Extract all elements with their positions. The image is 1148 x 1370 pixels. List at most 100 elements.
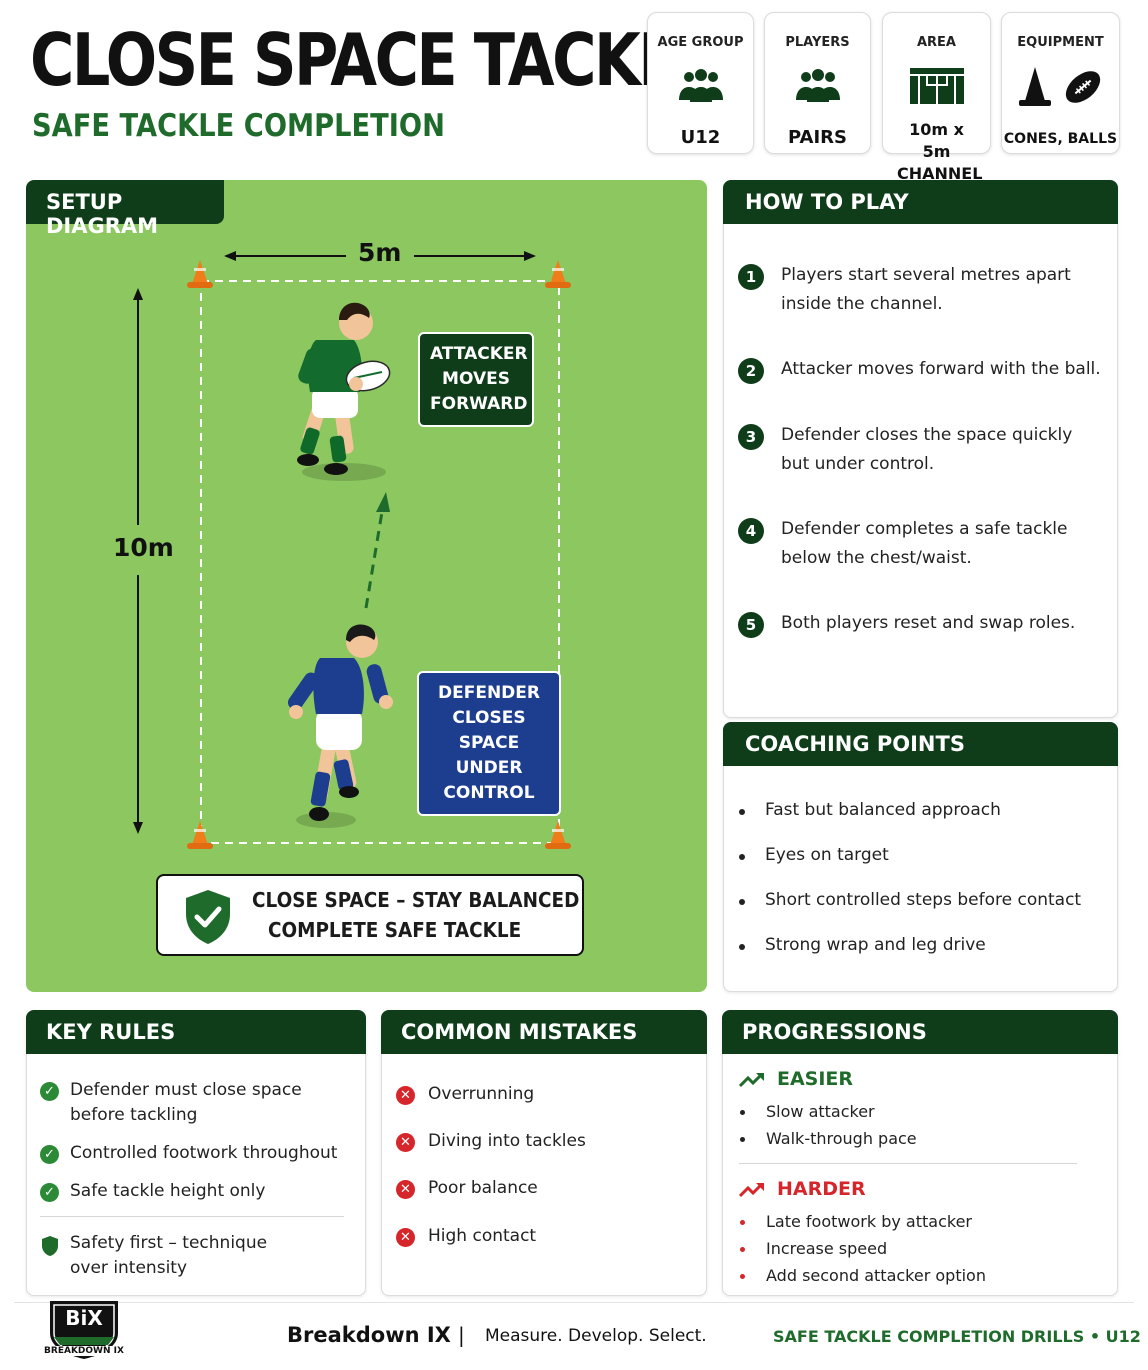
tag-line: ATTACKER: [430, 344, 528, 364]
progressions-panel: PROGRESSIONS: [722, 1010, 1118, 1296]
players-group-icon: [648, 61, 753, 111]
step-1: 1 Players start several metres apart insi…: [738, 261, 1098, 321]
info-card-label: EQUIPMENT: [1017, 35, 1104, 50]
logo-subtext: BREAKDOWN IX: [38, 1346, 130, 1356]
attacker-tag: ATTACKER MOVES FORWARD: [418, 332, 534, 427]
step-text: Both players reset and swap roles.: [781, 613, 1076, 633]
attacker-player: [297, 302, 391, 481]
step-number-badge: 2: [738, 358, 764, 384]
info-card-value: CONES, BALLS: [1003, 131, 1118, 147]
mistake-text: High contact: [428, 1226, 537, 1246]
step-text: Attacker moves forward with the ball.: [781, 359, 1101, 379]
progression-text: Add second attacker option: [766, 1266, 986, 1285]
key-rules-panel: KEY RULES: [26, 1010, 366, 1296]
setup-diagram-header: SETUP DIAGRAM: [26, 180, 224, 238]
step-text: Defender completes a safe tackle below t…: [781, 519, 1068, 568]
info-card-area: AREA 10m x 5m CHANNEL: [882, 12, 991, 183]
series-bullet: •: [1089, 1327, 1101, 1346]
info-card-value: U12: [680, 127, 721, 148]
step-4: 4 Defender completes a safe tackle below …: [738, 515, 1098, 575]
coaching-point-text: Eyes on target: [765, 845, 889, 865]
mistake-text: Overrunning: [428, 1084, 535, 1104]
footer: BiX BREAKDOWN IX Breakdown IX | Measure.…: [14, 1301, 1141, 1364]
harder-label: HARDER: [777, 1178, 866, 1200]
step-number-badge: 5: [738, 612, 764, 638]
step-number-badge: 3: [738, 424, 764, 450]
step-5: 5 Both players reset and swap roles.: [738, 609, 1098, 639]
progression-text: Slow attacker: [766, 1102, 875, 1121]
tagline: Measure. Develop. Select.: [485, 1326, 707, 1346]
how-to-play-header: HOW TO PLAY: [723, 180, 1118, 224]
banner-line-2: COMPLETE SAFE TACKLE: [267, 918, 522, 942]
info-card-players: PLAYERS PAIRS: [764, 12, 871, 154]
key-message-banner: CLOSE SPACE – STAY BALANCED COMPLETE SAF…: [156, 874, 584, 956]
safety-note-text: Safety first – technique over intensity: [70, 1233, 268, 1278]
progression-text: Late footwork by attacker: [766, 1212, 972, 1231]
trend-up-icon: [739, 1182, 764, 1198]
common-mistakes-panel: COMMON MISTAKES: [381, 1010, 707, 1296]
footer-separator: |: [458, 1323, 465, 1347]
pitch-drawing: [133, 251, 571, 849]
mistake-text: Diving into tackles: [428, 1131, 586, 1151]
info-card-label: PLAYERS: [785, 35, 850, 50]
brand-name: Breakdown IX: [287, 1323, 451, 1347]
page-title: CLOSE SPACE TACKLE: [30, 18, 716, 102]
check-icon: ✓: [40, 1183, 59, 1202]
key-rule-text: Controlled footwork throughout: [70, 1143, 338, 1163]
step-text: Players start several metres apart insid…: [781, 265, 1071, 314]
tag-line: FORWARD: [430, 394, 528, 414]
trend-up-icon: [739, 1072, 764, 1088]
bix-logo: BiX BREAKDOWN IX: [38, 1297, 130, 1361]
x-icon: ✕: [396, 1133, 415, 1152]
progression-text: Walk-through pace: [766, 1129, 917, 1148]
logo-text: BiX: [65, 1306, 103, 1330]
check-icon: ✓: [40, 1145, 59, 1164]
how-to-play-panel: HOW TO PLAY: [723, 180, 1118, 718]
info-card-label: AREA: [916, 35, 956, 50]
step-number-badge: 1: [738, 264, 764, 290]
key-rule-text: Safe tackle height only: [70, 1181, 266, 1201]
cone-ball-icon: [1002, 61, 1119, 111]
info-card-label: AGE GROUP: [657, 35, 744, 50]
shield-icon: [42, 1236, 58, 1256]
progressions-header: PROGRESSIONS: [722, 1010, 1118, 1054]
coaching-points-header: COACHING POINTS: [723, 722, 1118, 766]
x-icon: ✕: [396, 1228, 415, 1247]
coaching-points-panel: COACHING POINTS: [723, 722, 1118, 992]
step-text: Defender closes the space quickly but un…: [781, 425, 1073, 474]
common-mistakes-header: COMMON MISTAKES: [381, 1010, 707, 1054]
check-icon: ✓: [40, 1082, 59, 1101]
divider: [739, 1163, 1077, 1164]
series-text: SAFE TACKLE COMPLETION DRILLS: [773, 1327, 1085, 1346]
length-label: 10m: [111, 531, 176, 564]
series-label: SAFE TACKLE COMPLETION DRILLS • U12: [773, 1327, 1141, 1346]
divider: [40, 1216, 344, 1217]
x-icon: ✕: [396, 1180, 415, 1199]
defender-tag: DEFENDER CLOSES SPACE UNDER CONTROL: [417, 671, 561, 816]
banner-line-1: CLOSE SPACE – STAY BALANCED: [252, 888, 580, 912]
step-number-badge: 4: [738, 518, 764, 544]
tag-line: UNDER CONTROL: [443, 758, 535, 803]
width-label: 5m: [358, 238, 402, 267]
shield-check-icon: [186, 890, 230, 944]
coaching-point-text: Short controlled steps before contact: [765, 890, 1082, 910]
tag-line: MOVES: [442, 369, 510, 389]
defender-player: [287, 624, 393, 828]
step-3: 3 Defender closes the space quickly but u…: [738, 421, 1098, 481]
step-2: 2 Attacker moves forward with the ball.: [738, 355, 1101, 385]
key-rule-text: Defender must close space before tacklin…: [70, 1080, 302, 1125]
progression-text: Increase speed: [766, 1239, 888, 1258]
pitch-icon: [883, 61, 990, 111]
tag-line: CLOSES SPACE: [452, 708, 526, 753]
info-card-age-group: AGE GROUP U12: [647, 12, 754, 154]
x-icon: ✕: [396, 1086, 415, 1105]
tag-line: DEFENDER: [438, 683, 540, 703]
series-age: U12: [1105, 1327, 1141, 1346]
easier-label: EASIER: [777, 1068, 854, 1090]
mistake-text: Poor balance: [428, 1178, 538, 1198]
info-card-value: PAIRS: [788, 127, 847, 148]
coaching-point-text: Fast but balanced approach: [765, 800, 1001, 820]
info-card-value: 10m x 5m CHANNEL: [897, 120, 983, 183]
key-rules-header: KEY RULES: [26, 1010, 366, 1054]
